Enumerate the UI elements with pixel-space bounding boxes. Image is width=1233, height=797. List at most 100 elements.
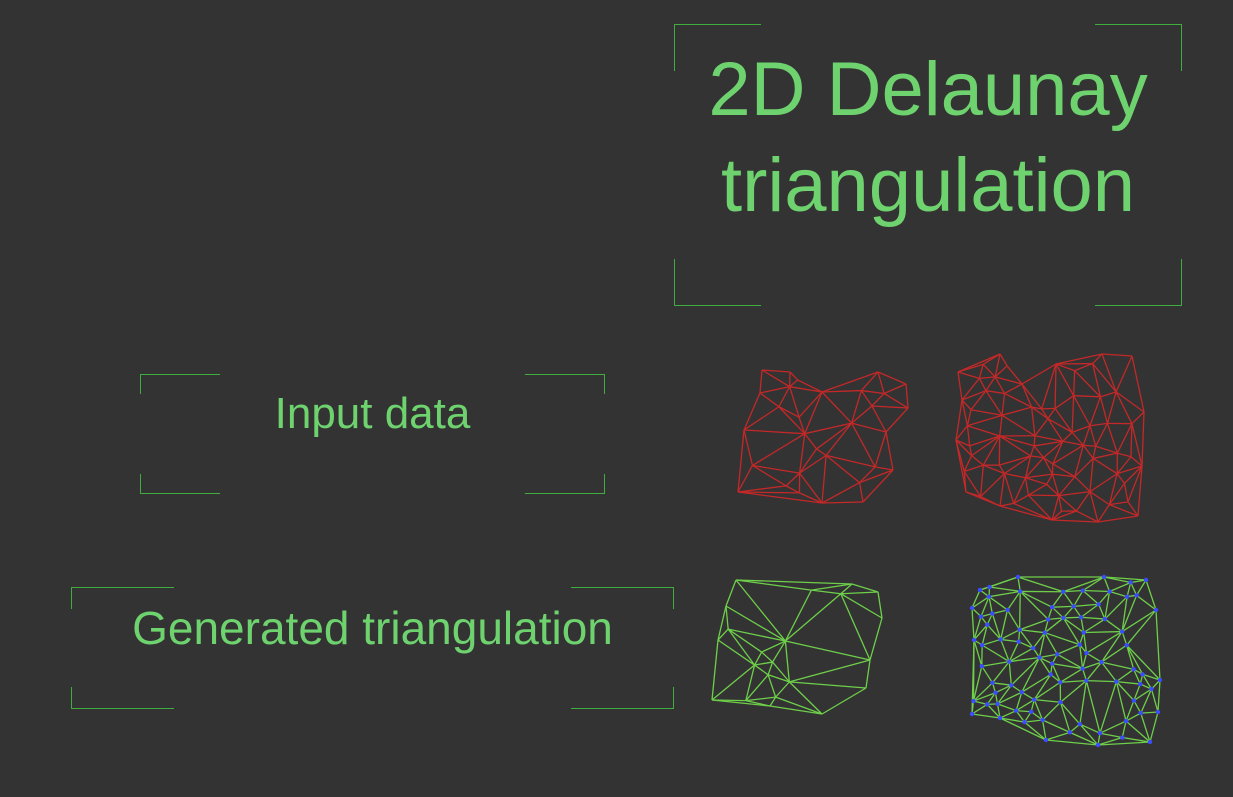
mesh-vertex (1058, 700, 1063, 705)
mesh-edge (1125, 720, 1151, 743)
mesh-edge (971, 589, 981, 609)
mesh-edge (1116, 680, 1141, 685)
mesh-edge (982, 435, 1001, 466)
mesh-edge (1017, 576, 1064, 593)
mesh-edge (821, 687, 867, 715)
mesh-edge (1089, 396, 1102, 426)
mesh-edge (871, 405, 887, 433)
mesh-edge (1004, 472, 1026, 479)
mesh-edge (737, 485, 787, 493)
mesh-vertex (1102, 616, 1108, 622)
mesh-edge (1042, 701, 1061, 721)
title-line-1: 2D Delaunay (708, 47, 1148, 132)
mesh-edge (969, 435, 1000, 447)
mesh-edge (989, 576, 1019, 588)
mesh-vertex (1080, 588, 1086, 593)
mesh-edge (1073, 395, 1101, 398)
mesh-edge (971, 596, 990, 609)
mesh-edge (877, 371, 885, 394)
mesh-vertex (971, 637, 977, 643)
mesh-edge (798, 391, 823, 418)
mesh-edge (1080, 603, 1100, 618)
mesh-edge (885, 407, 909, 433)
mesh-edge (1071, 395, 1075, 433)
mesh-edge (998, 464, 1005, 474)
mesh-edge (1079, 723, 1099, 746)
mesh-edge (1030, 455, 1044, 459)
input-label-frame (140, 374, 605, 494)
mesh-edge (966, 425, 971, 446)
mesh-edge (877, 591, 883, 619)
mesh-edge (1030, 407, 1036, 436)
mesh-edge (1044, 617, 1064, 634)
mesh-vertex (1067, 730, 1073, 735)
mesh-vertex (1049, 604, 1055, 610)
mesh-edge (1073, 395, 1091, 427)
mesh-edge (1126, 609, 1157, 646)
mesh-vertex (1123, 718, 1129, 724)
mesh-edge (735, 579, 786, 642)
mesh-vertex (985, 622, 990, 627)
mesh-edge (1033, 699, 1044, 721)
mesh-edge (1063, 576, 1105, 593)
mesh-edge (1137, 465, 1143, 517)
mesh-vertex (1143, 577, 1149, 583)
mesh-vertex (977, 587, 983, 593)
mesh-edge (1101, 661, 1134, 670)
mesh-edge (1108, 473, 1118, 505)
mesh-edge (871, 393, 885, 407)
mesh-edge (1039, 656, 1053, 665)
mesh-edge (1001, 406, 1032, 416)
mesh-edge (785, 485, 800, 494)
mesh-edge (859, 469, 894, 484)
mesh-edge (999, 502, 1014, 507)
mesh-edge (1052, 662, 1083, 670)
mesh-edge (1063, 589, 1083, 593)
mesh-edge (1125, 712, 1142, 722)
frame-corner-bottom-left (674, 259, 761, 306)
frame-corner-top-left (71, 587, 174, 609)
mesh-edge (971, 607, 975, 641)
mesh-edge (1099, 396, 1109, 424)
mesh-edge (759, 386, 790, 394)
frame-corner-bottom-left (140, 474, 220, 494)
mesh-edge (1051, 473, 1060, 496)
mesh-edge (1136, 594, 1157, 611)
mesh-edge (1052, 444, 1084, 465)
mesh-edge (994, 365, 1008, 378)
mesh-edge (1106, 423, 1118, 454)
mesh-vertex (1019, 690, 1024, 695)
mesh-edge (1141, 411, 1145, 467)
mesh-edge (1051, 495, 1060, 521)
mesh-vertex (1124, 594, 1130, 599)
mesh-edge (961, 390, 987, 401)
mesh-edge (1071, 431, 1084, 446)
mesh-edge (1082, 425, 1091, 446)
mesh-edge (1125, 700, 1135, 722)
mesh-edge (981, 644, 1010, 663)
mesh-edge (994, 353, 1001, 378)
mesh-edge (1047, 418, 1064, 442)
mesh-edge (1116, 465, 1143, 475)
mesh-vertex (1055, 652, 1060, 657)
mesh-edge (1000, 638, 1019, 643)
mesh-edge (979, 465, 984, 497)
mesh-edge (1062, 617, 1081, 645)
mesh-edge (999, 415, 1003, 437)
mesh-edge (1024, 721, 1047, 741)
mesh-edge (1109, 590, 1128, 598)
mesh-edge (1032, 632, 1046, 649)
input-mesh-dense (955, 353, 1145, 523)
mesh-edge (1056, 653, 1083, 670)
mesh-edge (1082, 589, 1110, 593)
mesh-edge (1073, 590, 1084, 607)
mesh-edge (980, 495, 1001, 507)
mesh-vertex (978, 614, 984, 619)
mesh-vertex (1131, 667, 1136, 672)
mesh-edge (1155, 609, 1161, 681)
mesh-edge (1059, 701, 1081, 725)
mesh-edge (778, 406, 806, 435)
mesh-edge (1041, 408, 1049, 420)
mesh-edge (711, 639, 719, 701)
mesh-edge (988, 590, 1021, 598)
